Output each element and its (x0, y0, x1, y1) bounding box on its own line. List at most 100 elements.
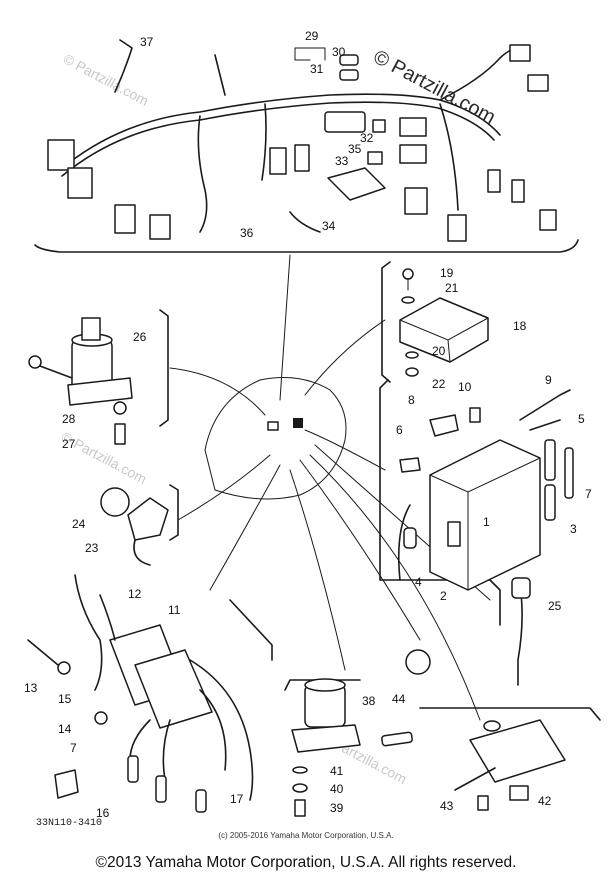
main-switch-group (28, 309, 169, 445)
plug-lead-3 (162, 719, 171, 781)
part-43-screw (477, 795, 489, 811)
leader-sensor (177, 454, 271, 521)
label-part-21: 21 (445, 281, 459, 295)
label-part-37: 37 (140, 35, 154, 49)
label-part-4: 4 (415, 575, 422, 589)
part-25-switch (511, 577, 531, 599)
part-42-starter-body (469, 719, 566, 783)
relay-unit (324, 111, 366, 133)
part-23-sensor (127, 497, 169, 541)
label-part-19: 19 (440, 266, 454, 280)
main-switch-bracket (159, 309, 169, 427)
leader-main-switch (169, 367, 266, 416)
main-harness-trunk (59, 93, 501, 171)
connector-mid-2 (294, 144, 310, 172)
connector-right-3 (404, 187, 428, 215)
igniter-group-bracket (381, 261, 391, 383)
label-part-41: 41 (330, 764, 344, 778)
connector-far-right-3 (539, 209, 557, 231)
part-3-breather (564, 447, 574, 499)
horn-base (291, 724, 361, 753)
part-29-bracket-line (294, 47, 326, 61)
battery-group-bracket (379, 379, 501, 626)
coil-lead-1 (74, 574, 103, 691)
wire-harness-group (34, 39, 579, 253)
label-part-43: 43 (440, 799, 454, 813)
battery-edges (429, 457, 541, 591)
part-14-nut (94, 711, 108, 725)
sensor-group-bracket (169, 484, 179, 541)
battery-group (379, 379, 574, 626)
label-part-22: 22 (432, 377, 446, 391)
label-part-16: 16 (96, 806, 110, 820)
part-30-fuse (339, 54, 359, 66)
label-part-25: 25 (548, 599, 562, 613)
label-part-14: 14 (58, 722, 72, 736)
leader-igniter (304, 319, 386, 396)
connector-mid (269, 147, 287, 175)
label-part-9: 9 (545, 373, 552, 387)
motorcycle-outline (204, 377, 347, 500)
label-part-2: 2 (440, 589, 447, 603)
small-copyright: (c) 2005-2016 Yamaha Motor Corporation, … (218, 831, 394, 840)
connector-block-bottom (114, 204, 136, 234)
label-part-39: 39 (330, 801, 344, 815)
label-part-38: 38 (362, 694, 376, 708)
battery-label (447, 521, 461, 547)
part-11-coil (134, 649, 213, 729)
part-22-nut (405, 367, 419, 377)
label-part-36: 36 (240, 226, 254, 240)
part-32-fuse (372, 119, 386, 133)
connector-block-left (47, 139, 75, 171)
part-13-bolt (27, 639, 59, 666)
label-part-8: 8 (408, 393, 415, 407)
switch-key (81, 317, 101, 341)
part-34-holder (327, 167, 386, 201)
label-part-10: 10 (458, 380, 472, 394)
leader-horn (289, 469, 346, 671)
part-20-washer (405, 351, 419, 359)
switch-base (67, 377, 133, 406)
main-harness-trunk-inner (61, 101, 495, 177)
part-6-clip (399, 457, 421, 473)
starter-cap (483, 720, 501, 732)
harness-branch-mid (261, 103, 267, 181)
connector-far-right-2 (511, 179, 525, 203)
part-17-cap (195, 789, 207, 813)
label-part-34: 34 (322, 219, 336, 233)
label-part-24: 24 (72, 517, 86, 531)
part-41-washer (292, 766, 308, 774)
diagram-code: 33N110-3410 (36, 818, 103, 829)
connector-top-right-2 (527, 74, 549, 92)
ignition-coil-group (27, 574, 273, 813)
part-28-nut (113, 401, 127, 415)
label-part-28: 28 (62, 412, 76, 426)
label-part-11: 11 (168, 603, 181, 617)
part-number-labels: 1 2 3 4 5 6 7 7 8 9 10 11 12 13 14 15 16… (24, 29, 592, 820)
leader-starter (309, 454, 481, 721)
harness-branch-right (439, 103, 459, 211)
label-part-32: 32 (360, 131, 374, 145)
leader-lines (169, 254, 491, 721)
coil-lead-2 (99, 594, 116, 641)
leader-44 (299, 459, 421, 641)
label-part-6: 6 (396, 423, 403, 437)
label-part-3: 3 (570, 522, 577, 536)
horn-group (284, 678, 413, 817)
plug-lead-2 (199, 689, 227, 771)
label-part-27: 27 (62, 437, 76, 451)
coil-clip (54, 769, 79, 799)
switch-screw (39, 365, 73, 379)
part-42-connector (509, 785, 529, 801)
part-2-battery (429, 439, 541, 591)
part-16-cap (155, 775, 167, 803)
part-10-bolt (469, 407, 481, 423)
starter-group (419, 707, 601, 811)
igniter-group (381, 261, 489, 383)
plug-lead-4 (129, 719, 151, 761)
label-part-7b: 7 (70, 741, 77, 755)
label-part-7: 7 (585, 487, 592, 501)
label-part-30: 30 (332, 45, 346, 59)
